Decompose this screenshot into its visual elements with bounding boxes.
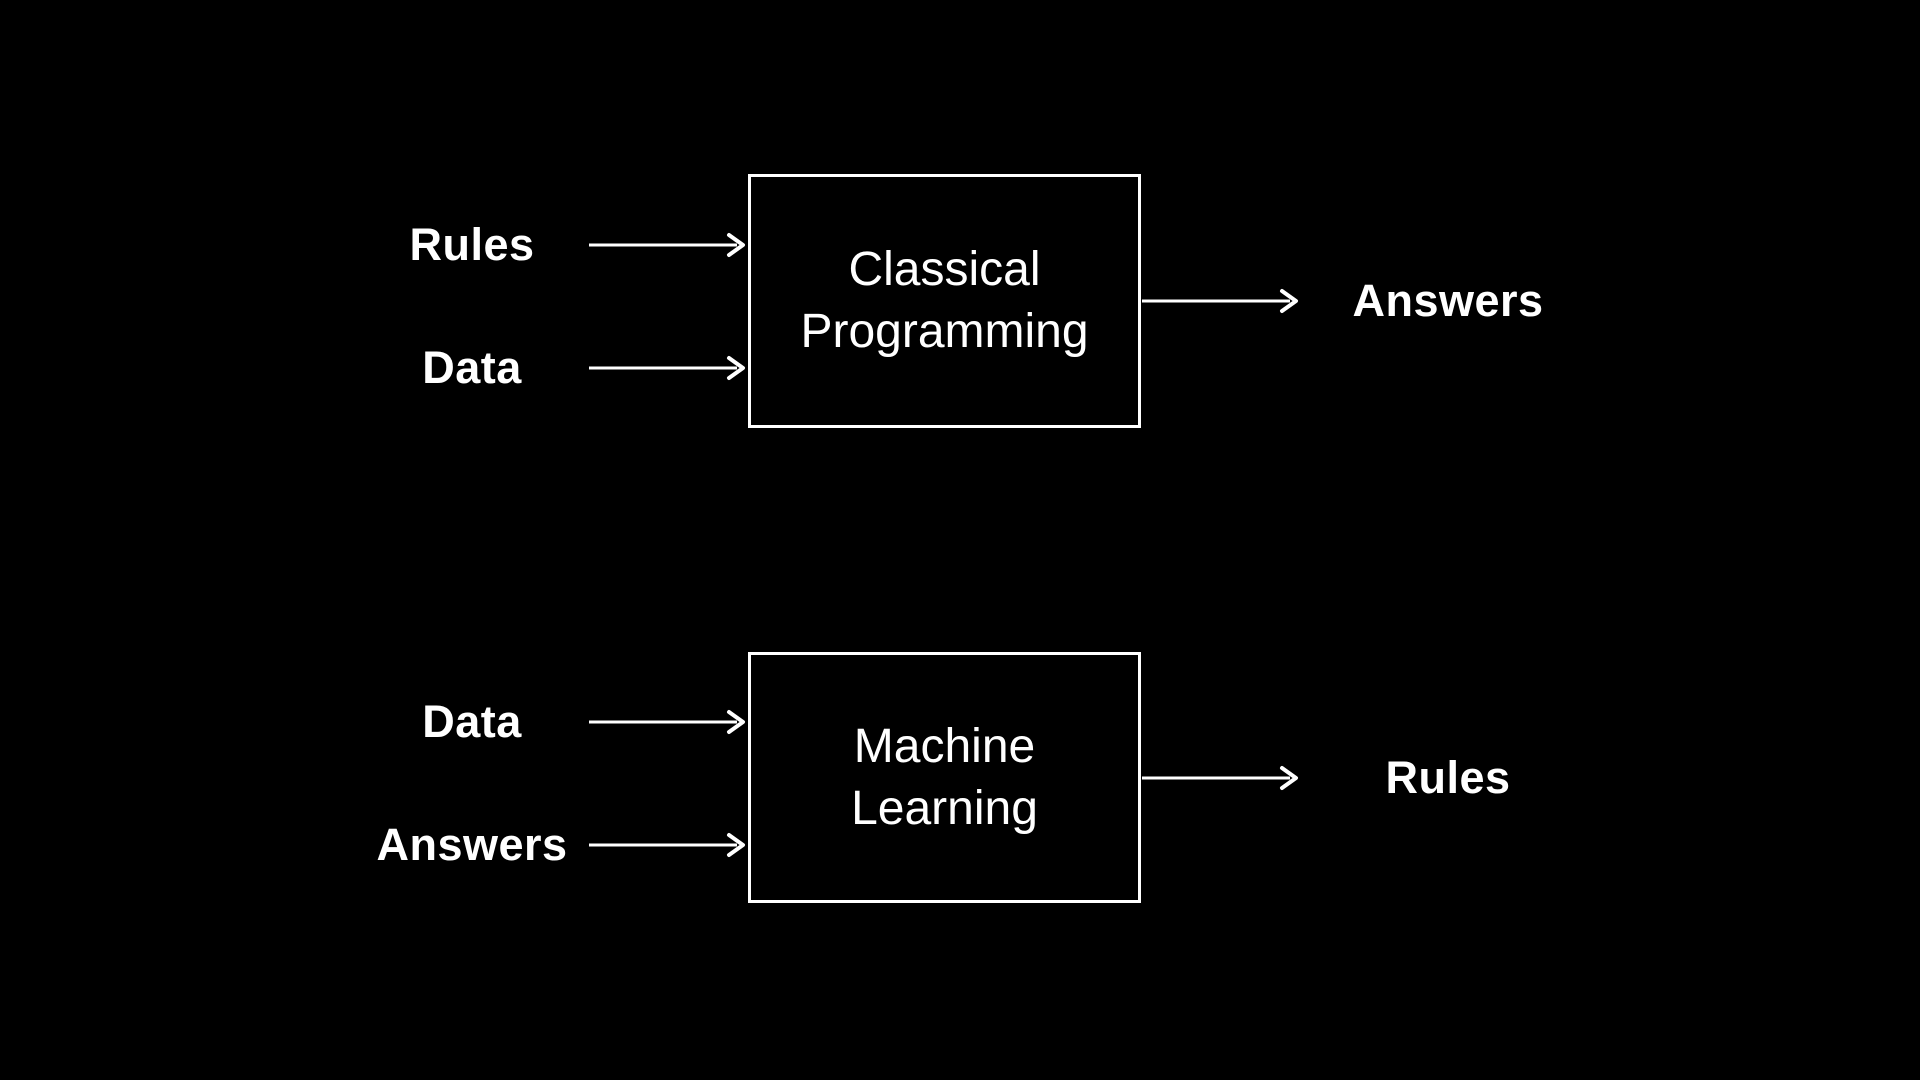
arrow-right-icon [1142, 766, 1298, 790]
arrow-right-icon [589, 233, 745, 257]
arrow-right-icon [1142, 289, 1298, 313]
arrow-right-icon [589, 710, 745, 734]
input-label-answers: Answers [376, 819, 568, 870]
output-label-answers: Answers [1352, 275, 1544, 326]
box-title-line: Classical [848, 243, 1041, 296]
input-label-rules: Rules [409, 219, 535, 270]
input-label-data: Data [422, 342, 522, 393]
arrow-right-icon [589, 833, 745, 857]
box-title-line: Programming [800, 305, 1089, 358]
input-label-data: Data [422, 696, 522, 747]
output-label-rules: Rules [1385, 752, 1511, 803]
box-title-line: Machine [853, 719, 1036, 773]
machine-learning-box: Machine Learning [748, 652, 1141, 903]
classical-programming-box: Classical Programming [748, 174, 1141, 428]
arrow-right-icon [589, 356, 745, 380]
box-title-line: Learning [851, 781, 1038, 835]
